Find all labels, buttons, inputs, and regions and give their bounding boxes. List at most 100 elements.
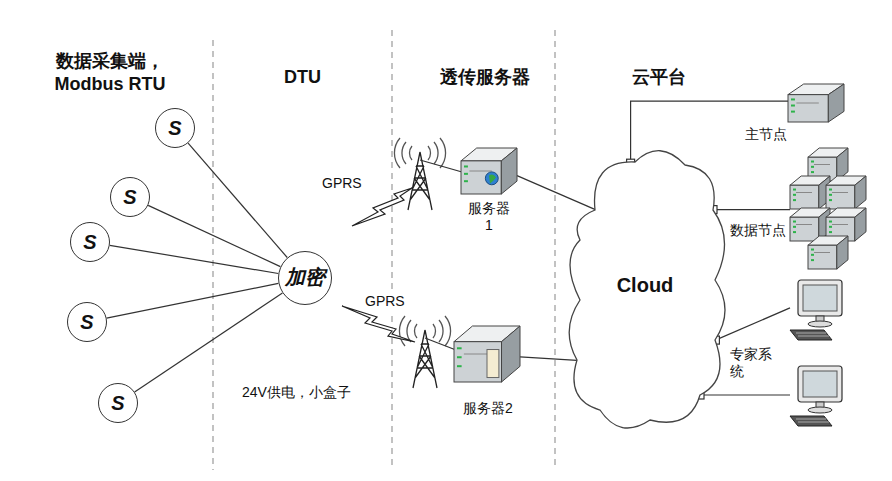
- node-icon: [790, 148, 866, 270]
- connector-line: [715, 308, 790, 340]
- tower-lattice: [408, 152, 432, 210]
- tower-lattice: [413, 330, 437, 388]
- server-side: [828, 84, 844, 122]
- node-text: S: [123, 186, 136, 209]
- monitor-frame: [798, 366, 842, 402]
- drive-bay: [469, 171, 491, 172]
- connector-line: [713, 209, 790, 210]
- sensor-circle: S: [70, 222, 110, 262]
- divider-line: [391, 30, 392, 470]
- column-heading: 透传服务器: [440, 66, 530, 89]
- sensor-circle: S: [98, 383, 138, 423]
- status-led: [811, 161, 814, 163]
- status-led: [811, 171, 814, 173]
- node-text: S: [83, 231, 96, 254]
- server-side: [501, 148, 517, 194]
- status-led: [791, 105, 795, 107]
- connector-line: [135, 293, 283, 392]
- node-icon: [790, 280, 850, 342]
- divider-line: [212, 40, 213, 470]
- monitor-base: [808, 321, 832, 327]
- divider-line: [554, 30, 555, 470]
- monitor-icon: [790, 366, 842, 426]
- server-icon: [790, 176, 830, 209]
- connector-line: [148, 205, 280, 266]
- status-led: [829, 199, 832, 201]
- globe-land: [489, 174, 496, 183]
- drive-bay: [796, 103, 818, 104]
- server-front: [461, 161, 501, 194]
- server-side: [855, 176, 866, 209]
- drive-bay: [796, 192, 812, 193]
- status-led: [829, 226, 832, 228]
- connector-line: [188, 143, 287, 257]
- status-led: [457, 356, 462, 358]
- status-led: [811, 249, 814, 251]
- connector-line: [110, 245, 279, 273]
- status-led: [829, 194, 832, 196]
- server-node: 服务器 1: [458, 148, 520, 240]
- status-led: [811, 254, 814, 256]
- radio-tower: [399, 316, 450, 388]
- drive-bay: [832, 224, 848, 225]
- column-heading: 数据采集端， Modbus RTU: [40, 50, 180, 95]
- cloud-shape: Cloud: [565, 140, 725, 430]
- status-led: [811, 259, 814, 261]
- monitor-icon: [790, 280, 842, 340]
- server-icon: [826, 176, 866, 209]
- node-caption: 数据节点: [730, 222, 786, 239]
- monitor-frame: [798, 280, 842, 316]
- status-led: [464, 173, 468, 175]
- radio-waves: [394, 138, 445, 168]
- server-node: 数据节点: [728, 148, 868, 273]
- status-led: [793, 231, 796, 233]
- node-text: S: [80, 311, 93, 334]
- keyboard-keys: [796, 419, 829, 422]
- node-icon: [454, 326, 520, 382]
- status-led: [457, 365, 462, 367]
- monitor-screen: [803, 285, 837, 311]
- keyboard-keys: [796, 333, 829, 336]
- node-caption: 服务器 1: [466, 200, 512, 234]
- keyboard: [790, 330, 832, 340]
- server-icon: [461, 148, 517, 194]
- server-icon: [788, 84, 844, 122]
- link-wire: [425, 338, 456, 350]
- status-led: [793, 226, 796, 228]
- link-wire: [700, 394, 790, 395]
- server-node: 主节点: [740, 82, 850, 146]
- node-text: Cloud: [617, 274, 674, 297]
- server-side: [502, 326, 520, 382]
- lightning-bolt: [342, 306, 415, 342]
- keyboard: [790, 416, 832, 426]
- node-caption: 服务器2: [452, 400, 524, 417]
- connector-line: [520, 357, 577, 361]
- radio-waves: [399, 316, 450, 346]
- encryption-circle: 加密: [278, 251, 332, 305]
- lightning-bolt: [352, 188, 412, 226]
- node-text: S: [111, 392, 124, 415]
- status-led: [464, 165, 468, 167]
- cloud-path: [569, 151, 725, 428]
- note-label: GPRS: [363, 293, 407, 311]
- node-icon: [461, 148, 517, 194]
- server-icon: [454, 326, 520, 382]
- status-led: [793, 199, 796, 201]
- server-front: [790, 217, 819, 241]
- status-led: [793, 189, 796, 191]
- status-led: [457, 347, 462, 349]
- server-front: [826, 185, 855, 209]
- link-wire: [420, 160, 462, 172]
- server-front: [808, 245, 837, 269]
- status-led: [829, 221, 832, 223]
- status-led: [793, 221, 796, 223]
- monitor-screen: [803, 371, 837, 397]
- drive-bay: [814, 252, 830, 253]
- sensor-circle: S: [67, 302, 107, 342]
- column-dividers: [213, 30, 555, 470]
- server-node: 服务器2: [452, 326, 524, 422]
- monitor-base: [808, 407, 832, 413]
- sensor-circle: S: [155, 108, 195, 148]
- server-front: [790, 185, 819, 209]
